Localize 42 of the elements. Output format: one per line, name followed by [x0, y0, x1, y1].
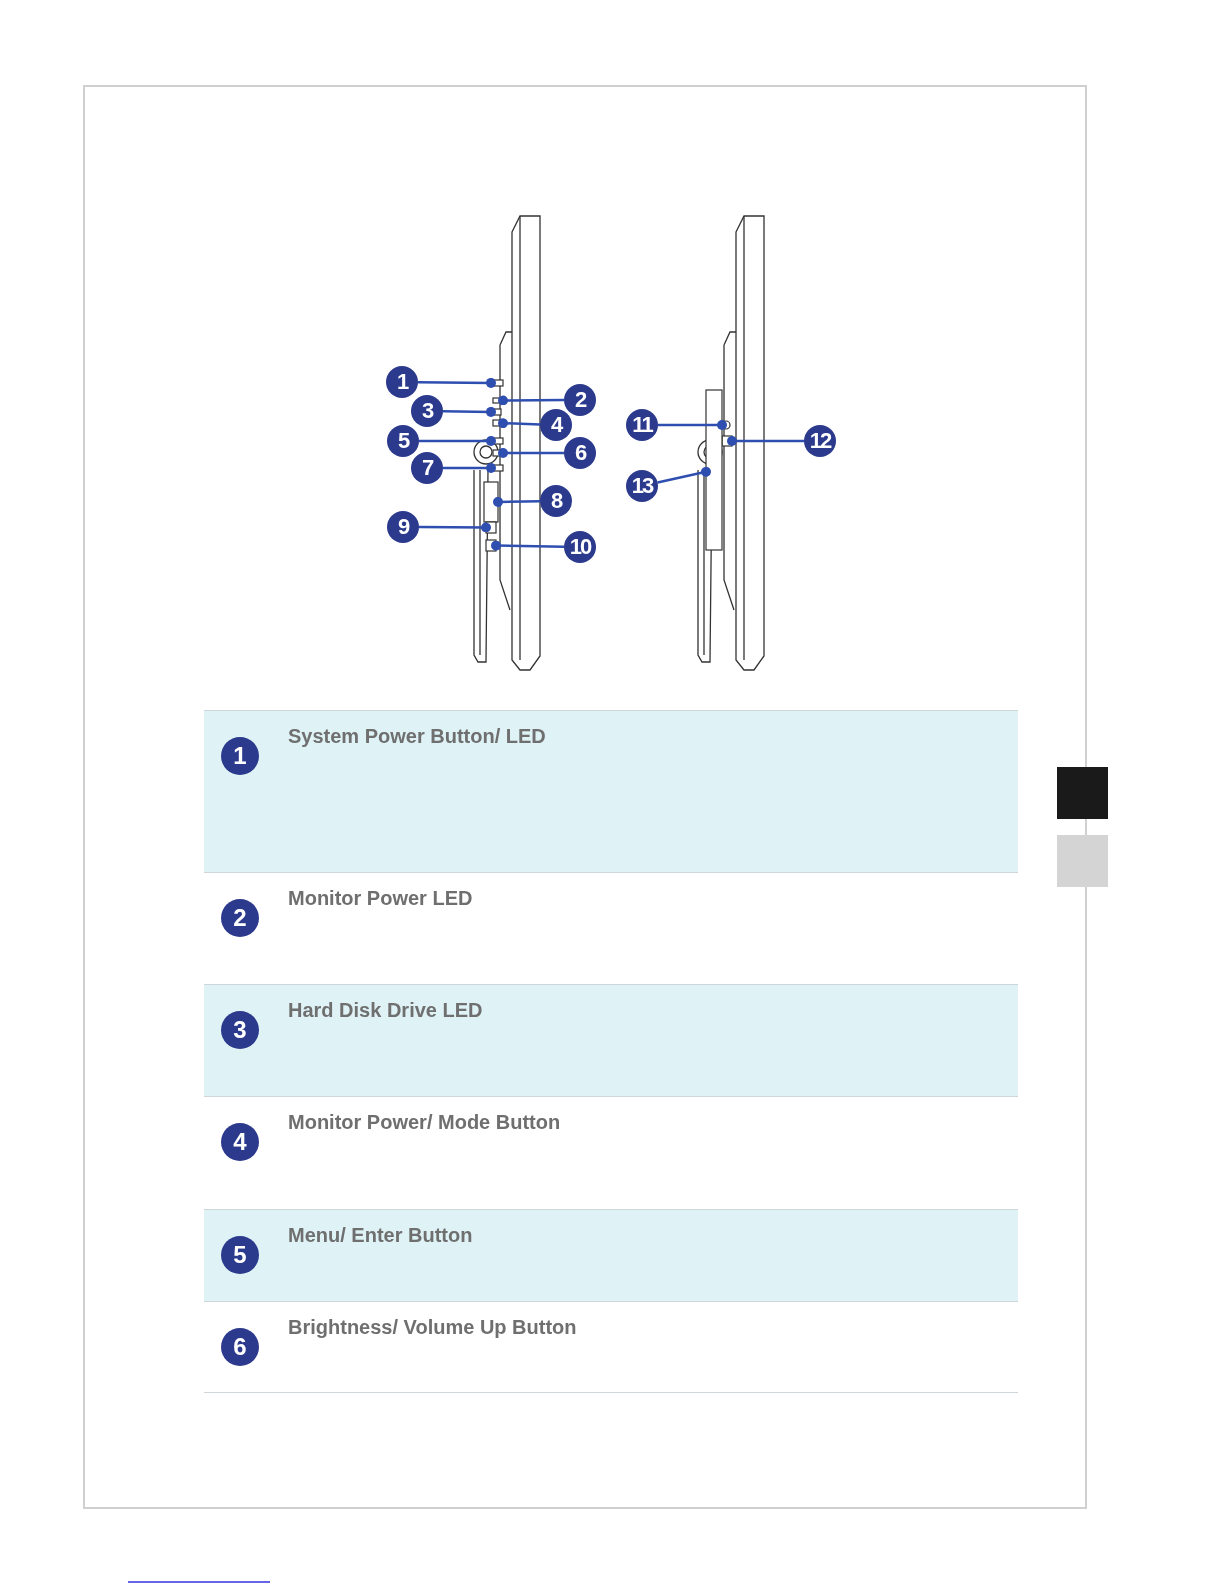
callout-number: 2 [221, 899, 259, 937]
drive-tray [705, 389, 723, 551]
item-name: Brightness/ Volume Up Button [288, 1316, 577, 1339]
callout-number: 9 [387, 511, 419, 543]
callout-number: 13 [626, 470, 658, 502]
leader-line [418, 377, 496, 388]
callout-number: 4 [540, 409, 572, 441]
leader-line [443, 463, 496, 473]
leader-line [419, 436, 496, 446]
callout-number: 10 [564, 531, 596, 563]
callout-number: 5 [221, 1236, 259, 1274]
item-name: Monitor Power LED [288, 887, 473, 910]
item-name: Menu/ Enter Button [288, 1224, 473, 1247]
leader-line [657, 466, 711, 484]
leader-line [658, 420, 727, 430]
usb-port [485, 521, 497, 534]
callout-number: 1 [386, 366, 418, 398]
leader-line [491, 540, 565, 551]
item-name: Monitor Power/ Mode Button [288, 1111, 561, 1134]
callout-number: 1 [221, 737, 259, 775]
callout-number: 6 [221, 1328, 259, 1366]
callout-number: 2 [564, 384, 596, 416]
item-name: Hard Disk Drive LED [288, 999, 483, 1022]
callout-number: 3 [221, 1011, 259, 1049]
callout-number: 8 [540, 485, 572, 517]
callout-number: 12 [804, 425, 836, 457]
callout-number: 5 [387, 425, 419, 457]
usb-port [485, 539, 497, 552]
card-slot [483, 481, 499, 523]
leader-line [443, 406, 496, 417]
leader-line [727, 436, 804, 446]
callout-number: 11 [626, 409, 658, 441]
leader-line [498, 395, 564, 406]
callout-number: 3 [411, 395, 443, 427]
callout-number: 7 [411, 452, 443, 484]
leader-line [493, 496, 541, 507]
callout-number: 6 [564, 437, 596, 469]
leader-line [498, 418, 541, 429]
leader-line [498, 448, 564, 458]
item-name: System Power Button/ LED [288, 725, 546, 748]
callout-number: 4 [221, 1123, 259, 1161]
leader-line [419, 522, 491, 533]
